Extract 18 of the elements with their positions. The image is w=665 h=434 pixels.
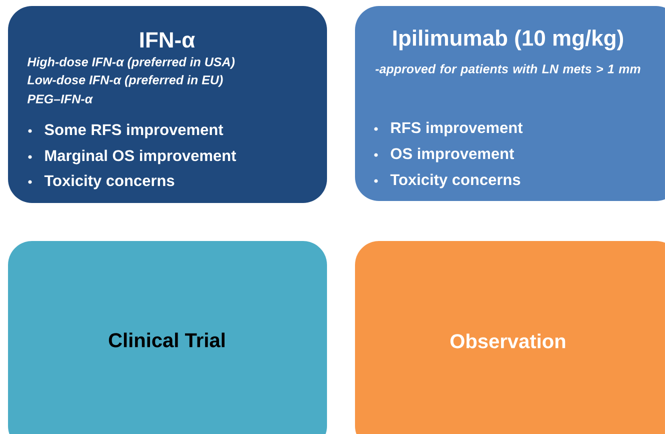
card bbox=[8, 6, 327, 203]
card-subtitle: Low-dose IFN-α (preferred in EU) bbox=[27, 75, 223, 87]
card-title: IFN-α bbox=[140, 32, 195, 48]
bullet-item: OS improvement bbox=[374, 148, 514, 162]
bullet-item: RFS improvement bbox=[374, 122, 523, 136]
bullet-item: Toxicity concerns bbox=[28, 174, 174, 190]
card-subtitle: High-dose IFN-α (preferred in USA) bbox=[27, 57, 235, 69]
bullet-item: Toxicity concerns bbox=[374, 174, 520, 188]
card-label: Observation bbox=[450, 334, 566, 348]
card bbox=[355, 241, 665, 434]
bullet-item: Marginal OS improvement bbox=[28, 150, 236, 164]
card-label: Clinical Trial bbox=[108, 332, 224, 348]
card-subtitle: -approved for patients with LN mets > 1 mm bbox=[376, 64, 640, 76]
card bbox=[8, 241, 327, 434]
card-subtitle: PEG–IFN-α bbox=[27, 94, 94, 104]
card bbox=[355, 6, 665, 201]
bullet-item: Some RFS improvement bbox=[28, 124, 224, 138]
card-title: Ipilimumab (10 mg/kg) bbox=[393, 30, 624, 50]
